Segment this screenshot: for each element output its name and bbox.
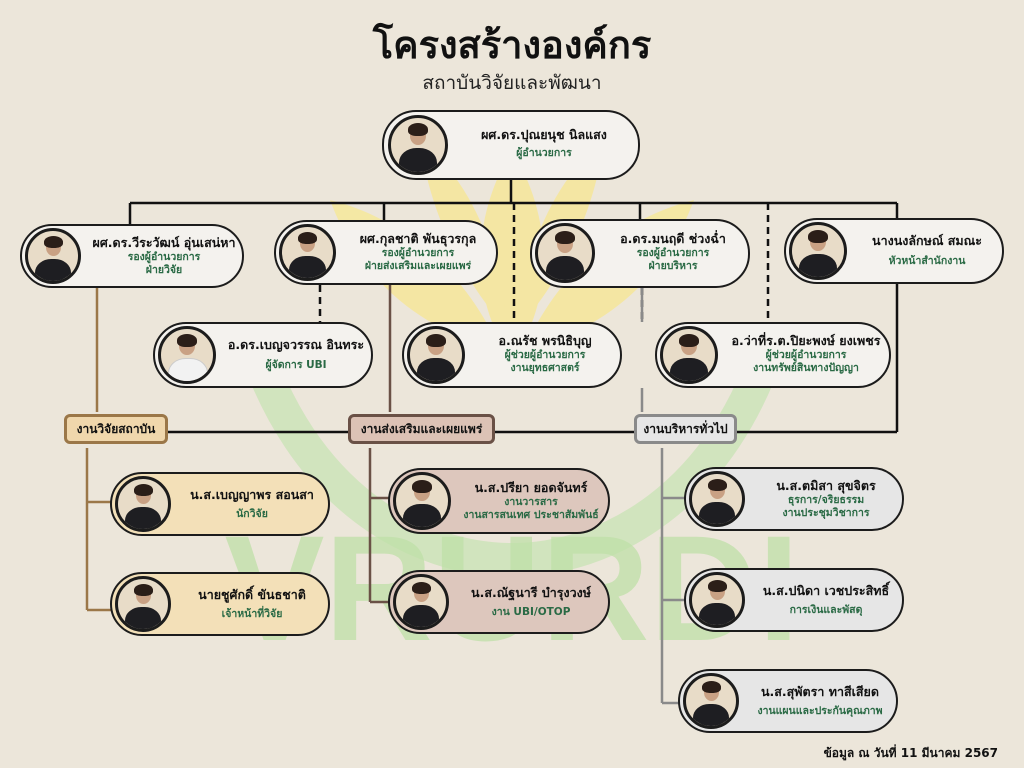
data-date-footer: ข้อมูล ณ วันที่ 11 มีนาคม 2567	[823, 746, 998, 760]
person-role: งานแผนและประกันคุณภาพ	[757, 705, 883, 717]
person-name: อ.ดร.มนฤดี ช่วงฉ่ำ	[620, 231, 726, 246]
person-name: น.ส.ปรียา ยอดจันทร์	[474, 480, 588, 495]
person-photo	[115, 476, 171, 532]
person-role: ผู้ช่วยผู้อำนวยการ	[504, 349, 586, 361]
person-photo	[279, 224, 336, 281]
staff-card: นายชูศักดิ์ ขันธชาติ เจ้าหน้าที่วิจัย	[110, 572, 330, 636]
office-head-card: นางนงลักษณ์ สมณะ หัวหน้าสำนักงาน	[784, 218, 1004, 284]
person-role-detail: งานประชุมวิชาการ	[782, 507, 870, 519]
person-role: รองผู้อำนวยการ	[127, 251, 201, 263]
assistant-card-strategy: อ.ณรัช พรนิธิบุญ ผู้ช่วยผู้อำนวยการ งานย…	[402, 322, 622, 388]
assistant-card-ubi: อ.ดร.เบญจวรรณ อินทระ ผู้จัดการ UBI	[153, 322, 373, 388]
page-subtitle: สถาบันวิจัยและพัฒนา	[422, 72, 602, 94]
person-role: งาน UBI/OTOP	[491, 606, 571, 618]
person-photo	[115, 576, 171, 632]
person-photo	[25, 228, 81, 284]
person-name: น.ส.ปนิดา เวชประสิทธิ์	[762, 583, 890, 598]
person-role-detail: งานยุทธศาสตร์	[510, 362, 580, 374]
person-photo	[535, 223, 595, 283]
department-promotion: งานส่งเสริมและเผยแพร่	[348, 414, 495, 444]
person-role: นักวิจัย	[236, 508, 268, 520]
person-role-detail: ฝ่ายส่งเสริมและเผยแพร่	[364, 260, 472, 272]
director-card: ผศ.ดร.ปุณยนุช นิลแสง ผู้อำนวยการ	[382, 110, 640, 180]
person-name: น.ส.ตมิสา สุขจิตร	[776, 478, 876, 493]
person-photo	[393, 574, 449, 630]
page-title: โครงสร้างองค์กร	[372, 23, 652, 67]
deputy-card-research: ผศ.ดร.วีระวัฒน์ อุ่นเสน่หา รองผู้อำนวยกา…	[20, 224, 244, 288]
department-research: งานวิจัยสถาบัน	[64, 414, 168, 444]
person-photo	[407, 326, 465, 384]
person-name: น.ส.เบญญาพร สอนสา	[190, 487, 314, 502]
person-role: รองผู้อำนวยการ	[381, 247, 455, 259]
deputy-card-promotion: ผศ.กุลชาติ พันธุวรกุล รองผู้อำนวยการ ฝ่า…	[274, 220, 498, 285]
person-role: หัวหน้าสำนักงาน	[888, 255, 966, 267]
person-role: ผู้จัดการ UBI	[265, 359, 327, 371]
staff-card: น.ส.ปนิดา เวชประสิทธิ์ การเงินและพัสดุ	[684, 568, 904, 632]
person-photo	[158, 326, 216, 384]
person-name: ผศ.ดร.วีระวัฒน์ อุ่นเสน่หา	[92, 235, 236, 250]
person-name: อ.ณรัช พรนิธิบุญ	[498, 333, 592, 348]
staff-card: น.ส.ตมิสา สุขจิตร ธุรการ/จริยธรรม งานประ…	[684, 467, 904, 531]
person-role: การเงินและพัสดุ	[789, 604, 863, 616]
person-role-detail: งานสารสนเทศ ประชาสัมพันธ์	[463, 509, 599, 521]
person-photo	[683, 673, 739, 729]
staff-card: น.ส.ณัฐนารี บำรุงวงษ์ งาน UBI/OTOP	[388, 570, 610, 634]
person-name: น.ส.สุพัตรา ทาสีเสียด	[761, 684, 879, 699]
department-administration: งานบริหารทั่วไป	[634, 414, 737, 444]
person-role: ผู้อำนวยการ	[516, 147, 572, 159]
person-role-detail: ฝ่ายบริหาร	[648, 260, 698, 272]
person-name: ผศ.ดร.ปุณยนุช นิลแสง	[481, 127, 607, 142]
person-name: นางนงลักษณ์ สมณะ	[872, 233, 982, 248]
person-photo	[789, 222, 847, 280]
person-name: น.ส.ณัฐนารี บำรุงวงษ์	[471, 585, 591, 600]
assistant-card-ip: อ.ว่าที่ร.ต.ปิยะพงษ์ ยงเพชร ผู้ช่วยผู้อำ…	[655, 322, 891, 388]
staff-card: น.ส.สุพัตรา ทาสีเสียด งานแผนและประกันคุณ…	[678, 669, 898, 733]
person-name: อ.ดร.เบญจวรรณ อินทระ	[227, 337, 365, 352]
person-name: ผศ.กุลชาติ พันธุวรกุล	[359, 231, 477, 246]
person-role: ผู้ช่วยผู้อำนวยการ	[765, 349, 847, 361]
person-photo	[388, 115, 448, 175]
person-photo	[393, 472, 451, 530]
person-role: เจ้าหน้าที่วิจัย	[221, 608, 283, 620]
person-photo	[660, 326, 718, 384]
person-name: อ.ว่าที่ร.ต.ปิยะพงษ์ ยงเพชร	[731, 333, 881, 348]
person-name: นายชูศักดิ์ ขันธชาติ	[198, 587, 306, 602]
person-role-detail: งานทรัพย์สินทางปัญญา	[753, 362, 859, 374]
deputy-card-administration: อ.ดร.มนฤดี ช่วงฉ่ำ รองผู้อำนวยการ ฝ่ายบร…	[530, 219, 750, 288]
staff-card: น.ส.เบญญาพร สอนสา นักวิจัย	[110, 472, 330, 536]
person-photo	[689, 572, 745, 628]
person-role: งานวารสาร	[504, 496, 558, 508]
person-role-detail: ฝ่ายวิจัย	[145, 264, 183, 276]
person-role: ธุรการ/จริยธรรม	[787, 494, 865, 506]
staff-card: น.ส.ปรียา ยอดจันทร์ งานวารสาร งานสารสนเท…	[388, 468, 610, 534]
person-photo	[689, 471, 745, 527]
person-role: รองผู้อำนวยการ	[636, 247, 710, 259]
